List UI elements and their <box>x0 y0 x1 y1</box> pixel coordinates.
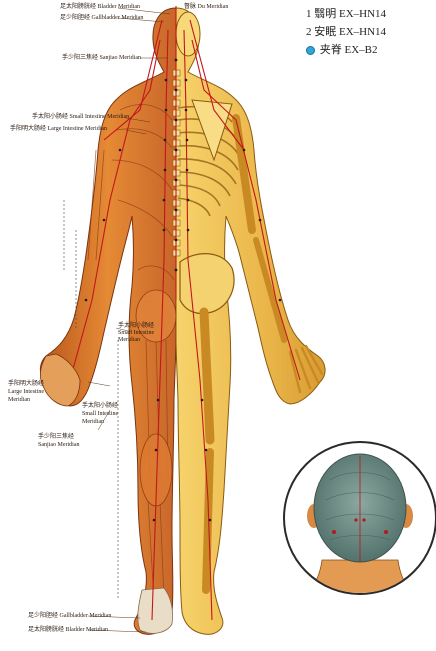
point-2-marker <box>384 530 388 534</box>
label-gallbladder-top: 足少阳胆经 Gallbladder Meridian <box>60 15 143 21</box>
label-sanjiao-arm: 手少阳三焦经 Sanjiao Meridian <box>38 433 80 449</box>
legend-name: 夹脊 <box>320 44 342 56</box>
label-small-intestine-mid: 手太阳小肠经 Small Intestine Meridian <box>118 323 154 344</box>
left-foot <box>138 588 173 633</box>
label-sanjiao-top: 手少阳三焦经 Sanjiao Meridian <box>62 55 141 61</box>
label-large-intestine-mid: 手阳明大肠经 Large Intestine Meridian <box>8 380 44 404</box>
inset-point <box>362 518 365 521</box>
legend-number: 1 <box>306 8 312 20</box>
label-bladder-top: 足太阳膀胱经 Bladder Meridian <box>60 4 140 10</box>
point-1-marker <box>332 530 336 534</box>
legend-item-2: 2 安眠 EX–HN14 <box>306 27 386 38</box>
label-small-intestine-top: 手太阳小肠经 Small Intestine Meridian <box>32 114 129 120</box>
inset-point <box>354 518 357 521</box>
legend-item-3: 夹脊 EX–B2 <box>306 45 378 56</box>
label-du-top: 督脉 Du Meridian <box>184 4 228 10</box>
label-large-intestine-top: 手阳明大肠经 Large Intestine Meridian <box>10 126 107 132</box>
legend-number: 2 <box>306 26 312 38</box>
femur <box>204 312 210 440</box>
legend-code: EX–B2 <box>345 44 378 56</box>
label-gallbladder-bottom: 足少阳胆经 Gallbladder Meridian <box>28 613 111 619</box>
skull <box>176 12 200 56</box>
legend-name: 安眠 <box>314 26 336 38</box>
label-small-intestine-arm: 手太阳小肠经 Small Intestine Meridian <box>82 402 118 426</box>
legend-code: EX–HN14 <box>339 26 386 38</box>
legend-item-1: 1 翳明 EX–HN14 <box>306 9 386 20</box>
blue-dot-icon <box>306 46 315 55</box>
label-bladder-bottom: 足太阳膀胱经 Bladder Meridian <box>28 627 108 633</box>
legend-name: 翳明 <box>314 8 336 20</box>
legend-code: EX–HN14 <box>339 8 386 20</box>
inset-head-view <box>280 442 436 612</box>
